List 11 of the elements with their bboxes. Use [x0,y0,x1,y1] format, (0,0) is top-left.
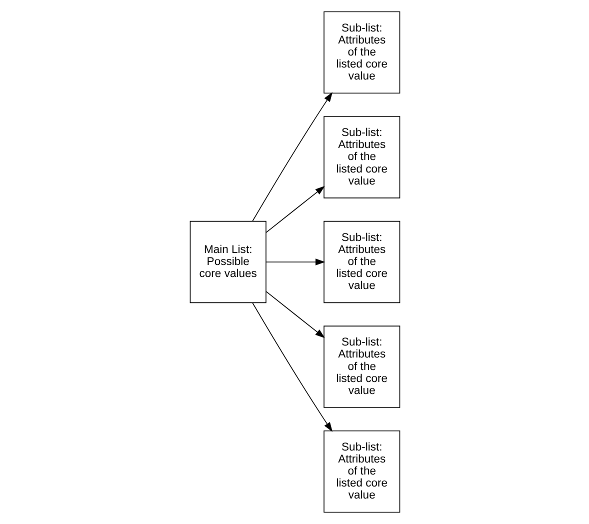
arrow [265,186,324,233]
arrow [265,258,325,266]
arrow [252,302,332,432]
node-box: Main List: Possible core values [189,220,266,304]
node-box: Sub-list: Attributes of the listed core value [323,326,400,408]
node-box: Sub-list: Attributes of the listed core value [323,430,400,513]
node-box: Sub-list: Attributes of the listed core value [323,116,400,198]
node-box: Sub-list: Attributes of the listed core value [323,11,400,94]
arrow [265,291,324,338]
arrow [252,92,332,222]
node-box: Sub-list: Attributes of the listed core value [323,220,400,304]
